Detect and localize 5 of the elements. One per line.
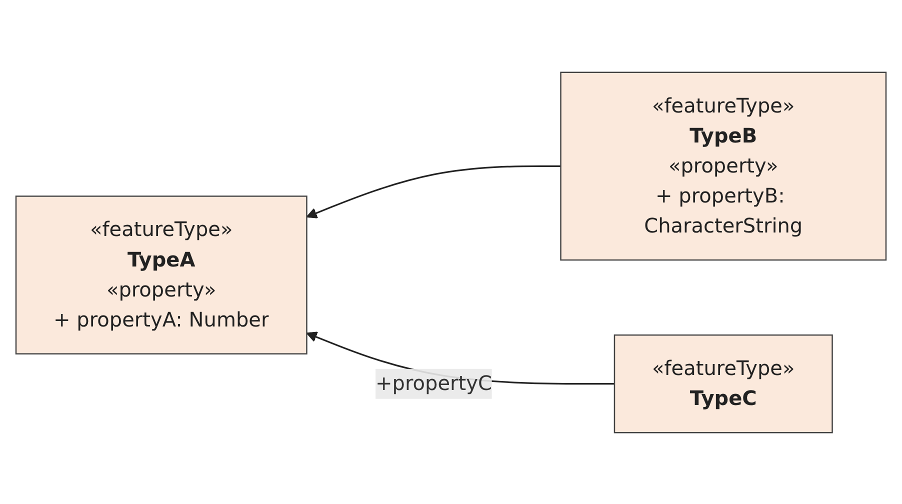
node-box: «featureType» TypeC bbox=[614, 334, 833, 433]
edge-label: +propertyC bbox=[376, 370, 492, 395]
node-box: «featureType» TypeA «property» + propertyA: Number bbox=[15, 195, 308, 354]
node-box: «featureType» TypeB «property» + propertyB: CharacterString bbox=[560, 71, 887, 260]
arrow bbox=[306, 164, 561, 218]
